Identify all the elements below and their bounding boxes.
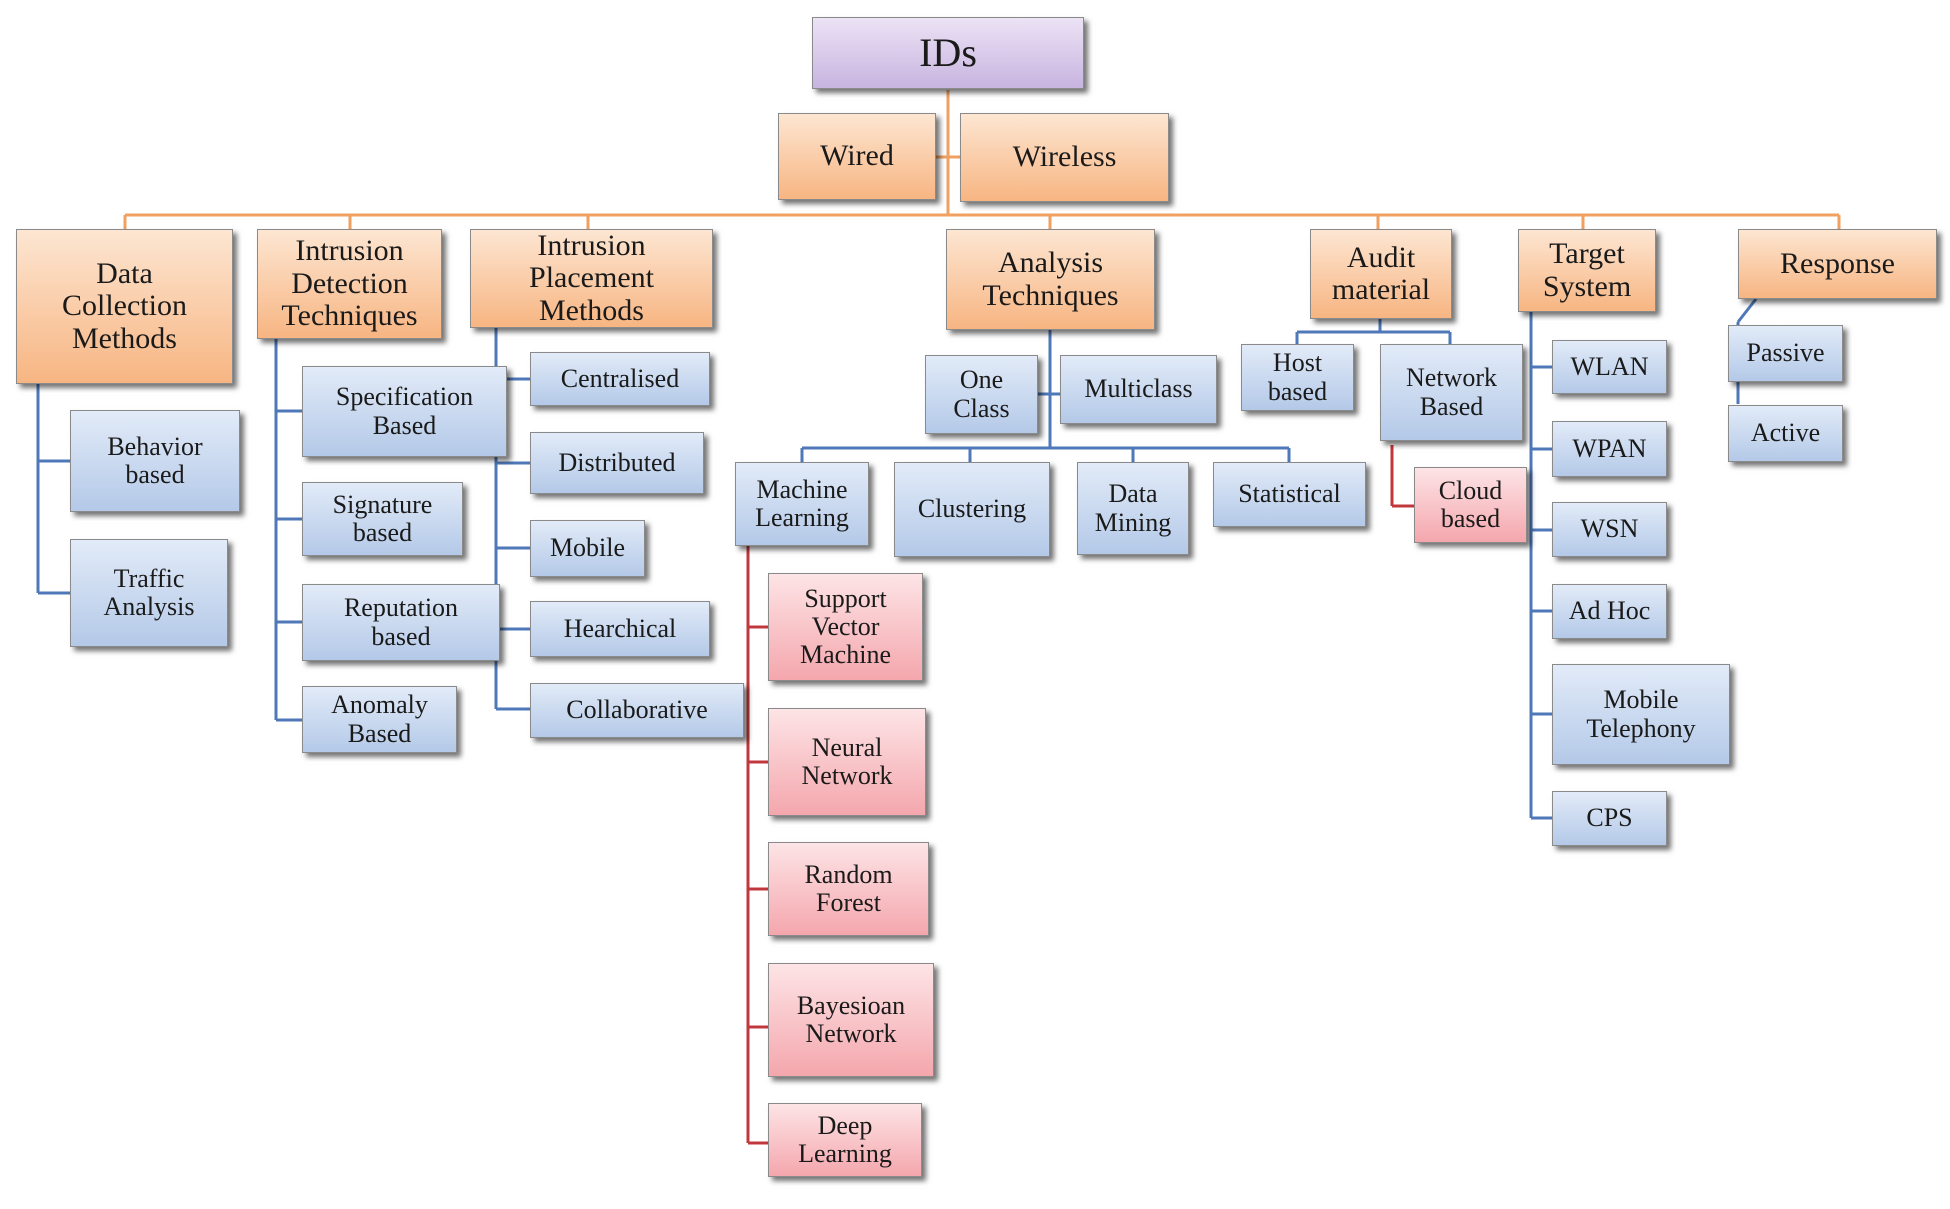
- ad-hoc-node: Ad Hoc: [1552, 584, 1667, 639]
- ids-root-node: IDs: [812, 17, 1084, 89]
- data-collection-methods-node: Data Collection Methods: [16, 229, 233, 384]
- signature-based-node: Signature based: [302, 482, 463, 556]
- cps-node: CPS: [1552, 791, 1667, 846]
- active-node: Active: [1728, 405, 1843, 462]
- traffic-analysis-node: Traffic Analysis: [70, 539, 228, 647]
- response-node: Response: [1738, 229, 1937, 299]
- distributed-node: Distributed: [530, 432, 704, 494]
- bayesian-network-node: Bayesioan Network: [768, 963, 934, 1077]
- reputation-based-node: Reputation based: [302, 584, 500, 661]
- mobile-node: Mobile: [530, 520, 645, 577]
- wpan-node: WPAN: [1552, 421, 1667, 477]
- red-connectors: [746, 445, 1414, 1145]
- anomaly-based-node: Anomaly Based: [302, 686, 457, 753]
- machine-learning-node: Machine Learning: [735, 462, 869, 546]
- behavior-based-node: Behavior based: [70, 410, 240, 512]
- random-forest-node: Random Forest: [768, 842, 929, 936]
- audit-material-node: Audit material: [1310, 229, 1452, 319]
- wired-node: Wired: [778, 113, 936, 200]
- intrusion-placement-methods-node: Intrusion Placement Methods: [470, 229, 713, 328]
- network-based-node: Network Based: [1380, 344, 1523, 441]
- neural-network-node: Neural Network: [768, 708, 926, 816]
- host-based-node: Host based: [1241, 344, 1354, 411]
- support-vector-machine-node: Support Vector Machine: [768, 573, 923, 681]
- multiclass-node: Multiclass: [1060, 355, 1217, 424]
- passive-node: Passive: [1728, 325, 1843, 382]
- hearchical-node: Hearchical: [530, 601, 710, 657]
- centralised-node: Centralised: [530, 352, 710, 406]
- mobile-telephony-node: Mobile Telephony: [1552, 664, 1730, 765]
- data-mining-node: Data Mining: [1077, 462, 1189, 555]
- wsn-node: WSN: [1552, 502, 1667, 557]
- orange-connectors: [123, 90, 1841, 229]
- target-system-node: Target System: [1518, 229, 1656, 312]
- statistical-node: Statistical: [1213, 462, 1366, 527]
- specification-based-node: Specification Based: [302, 366, 507, 457]
- intrusion-detection-techniques-node: Intrusion Detection Techniques: [257, 229, 442, 339]
- clustering-node: Clustering: [894, 462, 1050, 557]
- collaborative-node: Collaborative: [530, 683, 744, 738]
- one-class-node: One Class: [925, 355, 1038, 434]
- cloud-based-node: Cloud based: [1414, 467, 1527, 543]
- deep-learning-node: Deep Learning: [768, 1103, 922, 1177]
- wireless-node: Wireless: [960, 113, 1169, 202]
- analysis-techniques-node: Analysis Techniques: [946, 229, 1155, 330]
- wlan-node: WLAN: [1552, 340, 1667, 394]
